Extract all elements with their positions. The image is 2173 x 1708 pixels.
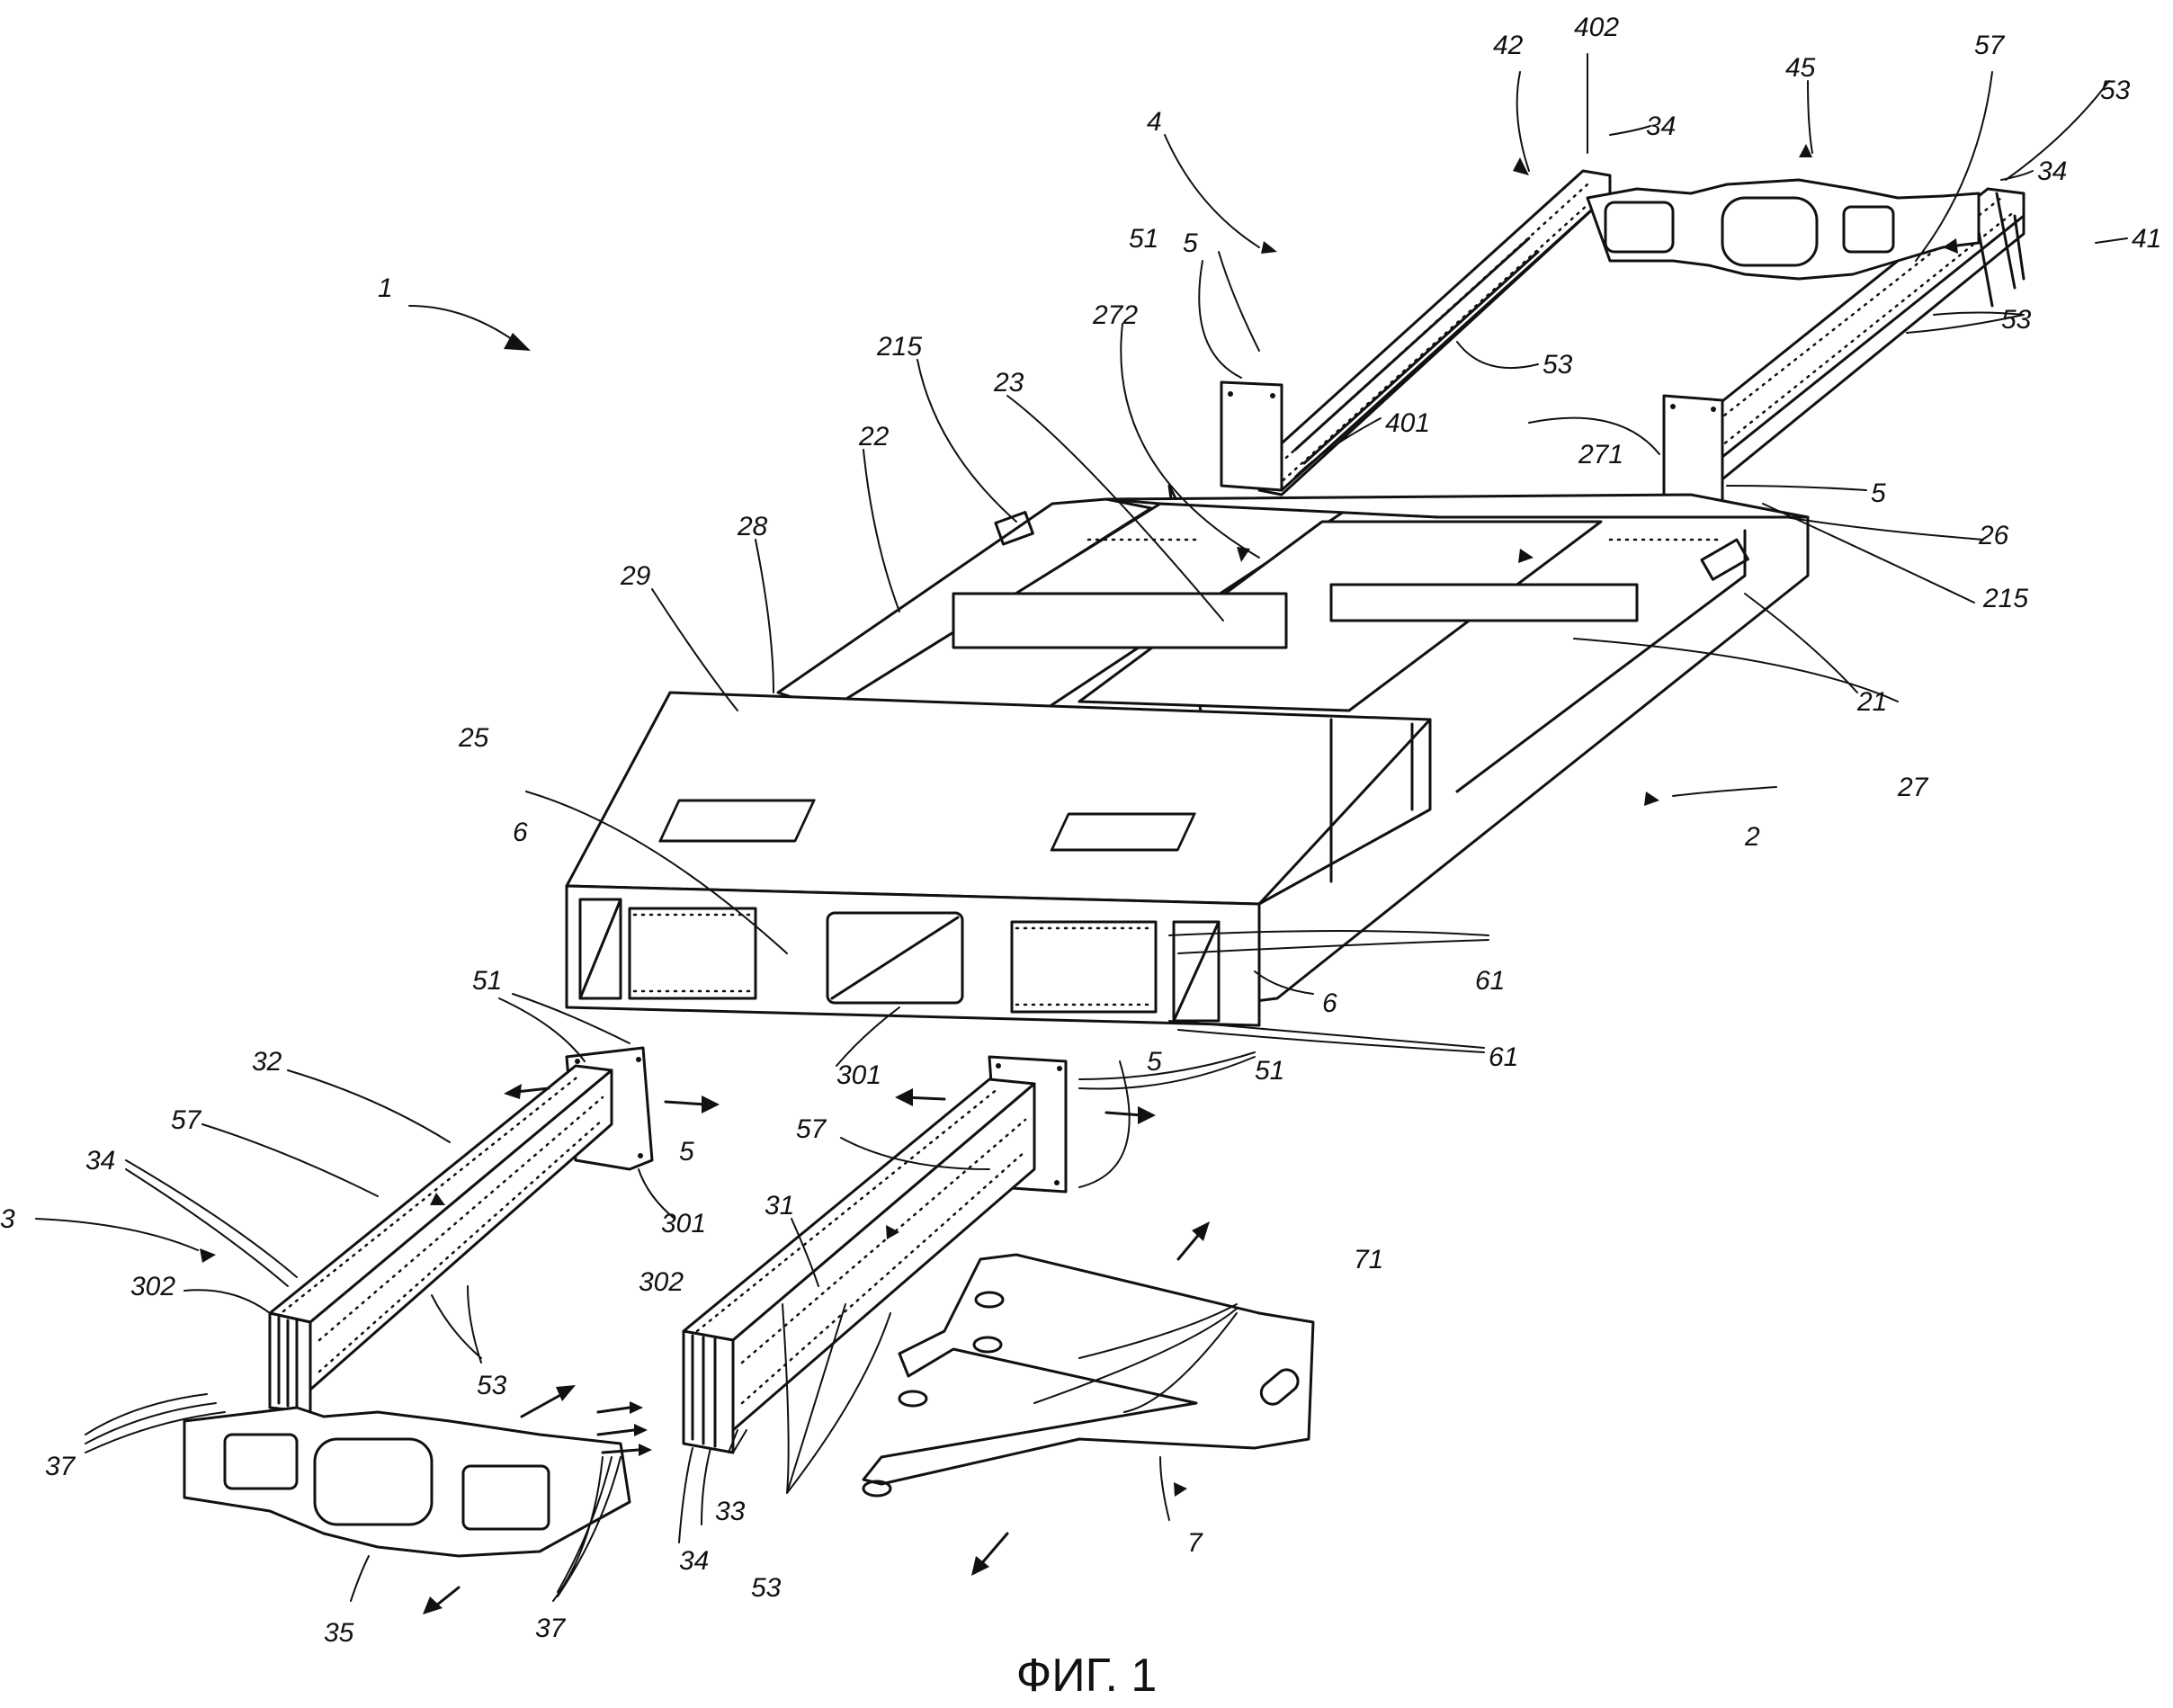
label-271: 271 bbox=[1578, 440, 1623, 469]
label-215-left: 215 bbox=[876, 332, 922, 362]
label-53-center: 53 bbox=[1543, 350, 1573, 380]
label-5-mid: 5 bbox=[1147, 1047, 1162, 1077]
label-51-mid: 51 bbox=[1255, 1056, 1284, 1086]
label-53-left: 53 bbox=[477, 1371, 507, 1400]
front-rail-32 bbox=[268, 1046, 654, 1414]
label-34-right: 34 bbox=[2037, 156, 2067, 186]
label-34-top: 34 bbox=[1646, 112, 1676, 141]
front-rail-31 bbox=[682, 1055, 1068, 1454]
label-51-left: 51 bbox=[472, 966, 502, 996]
label-5-top: 5 bbox=[1183, 228, 1198, 258]
label-272: 272 bbox=[1092, 300, 1138, 330]
label-71: 71 bbox=[1354, 1245, 1383, 1274]
label-3: 3 bbox=[0, 1204, 15, 1234]
label-57-top: 57 bbox=[1974, 31, 2006, 60]
label-45: 45 bbox=[1785, 53, 1816, 83]
label-34-mid: 34 bbox=[679, 1546, 709, 1576]
label-61-a: 61 bbox=[1475, 966, 1505, 996]
label-301-mid: 301 bbox=[836, 1060, 881, 1090]
label-33: 33 bbox=[715, 1497, 746, 1526]
label-215-right: 215 bbox=[1982, 584, 2028, 613]
reference-labels: 1 4 42 402 34 45 57 53 34 41 53 53 51 5 … bbox=[0, 13, 2161, 1648]
label-401: 401 bbox=[1385, 408, 1430, 438]
label-53-mid: 53 bbox=[751, 1573, 782, 1603]
label-301-left: 301 bbox=[661, 1209, 706, 1239]
label-61-b: 61 bbox=[1489, 1042, 1518, 1072]
label-21: 21 bbox=[1856, 687, 1887, 717]
label-28: 28 bbox=[737, 512, 768, 541]
label-31: 31 bbox=[765, 1191, 794, 1221]
label-27: 27 bbox=[1897, 773, 1929, 802]
label-302-mid: 302 bbox=[639, 1267, 684, 1297]
figure-caption: ФИГ. 1 bbox=[1016, 1650, 1158, 1702]
label-6-left: 6 bbox=[513, 818, 528, 847]
label-23: 23 bbox=[993, 368, 1024, 398]
leader-lines bbox=[35, 53, 2128, 1602]
main-body-2 bbox=[565, 484, 1810, 1027]
label-41: 41 bbox=[2132, 224, 2161, 254]
label-37-bottom: 37 bbox=[535, 1614, 567, 1643]
label-42: 42 bbox=[1493, 31, 1524, 60]
label-51-top: 51 bbox=[1129, 224, 1158, 254]
label-57-mid: 57 bbox=[796, 1114, 827, 1144]
label-25: 25 bbox=[458, 723, 489, 753]
label-6-right: 6 bbox=[1322, 988, 1337, 1018]
label-29: 29 bbox=[620, 561, 651, 591]
label-32: 32 bbox=[252, 1047, 282, 1077]
label-57-left: 57 bbox=[171, 1105, 202, 1135]
label-302-left: 302 bbox=[130, 1272, 175, 1301]
label-34-left: 34 bbox=[85, 1146, 115, 1176]
label-5-left: 5 bbox=[679, 1137, 694, 1167]
label-1: 1 bbox=[378, 273, 393, 303]
label-53-top: 53 bbox=[2100, 76, 2131, 105]
rear-frame-4 bbox=[1220, 169, 2025, 510]
label-26: 26 bbox=[1978, 521, 2009, 550]
label-22: 22 bbox=[858, 422, 890, 452]
label-7: 7 bbox=[1187, 1528, 1203, 1558]
suspension-arm-7 bbox=[862, 1253, 1315, 1498]
label-37-left: 37 bbox=[45, 1452, 76, 1481]
label-2: 2 bbox=[1744, 822, 1760, 852]
label-35: 35 bbox=[324, 1618, 354, 1648]
label-53-right: 53 bbox=[2001, 305, 2032, 335]
cross-plate-35 bbox=[183, 1406, 631, 1558]
label-402: 402 bbox=[1574, 13, 1619, 42]
label-4: 4 bbox=[1147, 107, 1162, 137]
label-5-right: 5 bbox=[1871, 478, 1886, 508]
